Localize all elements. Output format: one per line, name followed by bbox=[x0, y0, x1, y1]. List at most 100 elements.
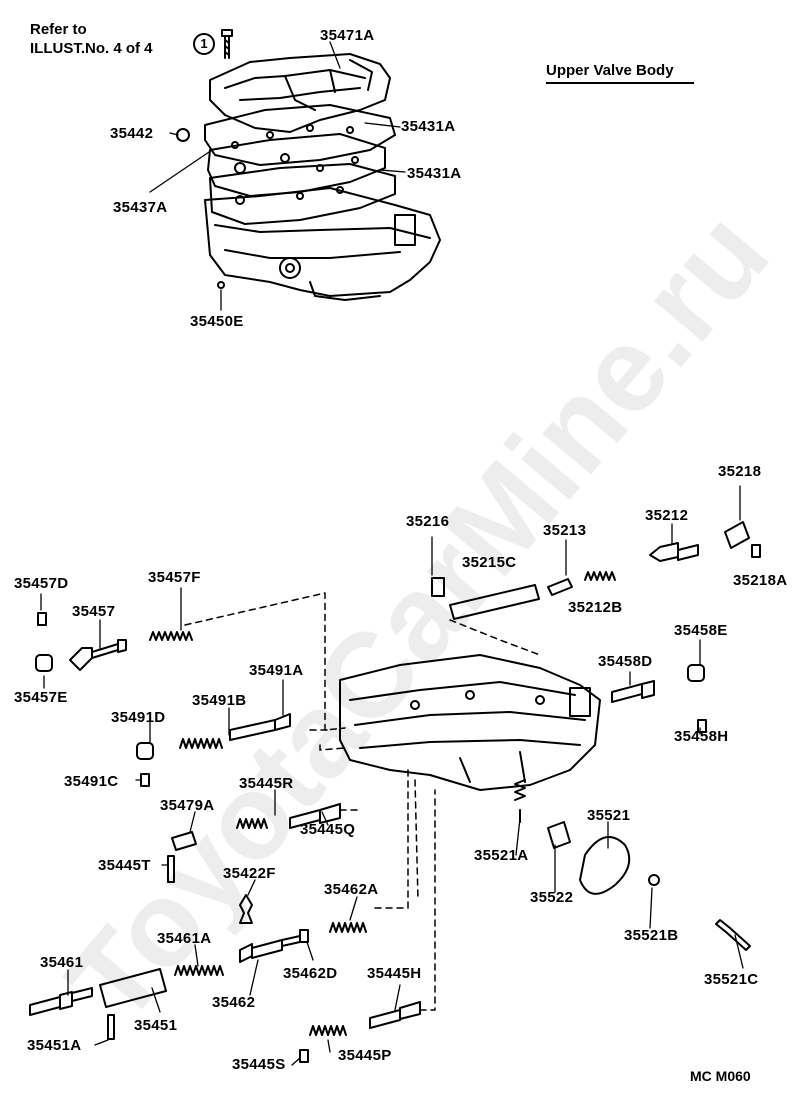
assembly-dashed-lines bbox=[184, 592, 541, 1011]
label-35457: 35457 bbox=[72, 603, 116, 620]
lower-valve-body bbox=[339, 654, 601, 791]
label-35471A: 35471A bbox=[320, 27, 375, 44]
reference-line-1: Refer to bbox=[30, 21, 87, 38]
valve-35457 bbox=[69, 639, 127, 671]
label-35521A: 35521A bbox=[474, 847, 529, 864]
springs bbox=[149, 571, 616, 1036]
part-35442-check-ball bbox=[176, 128, 190, 142]
label-35451: 35451 bbox=[134, 1017, 178, 1034]
label-35218A: 35218A bbox=[733, 572, 788, 589]
label-35445Q: 35445Q bbox=[300, 821, 356, 838]
reference-note: Refer to ILLUST.No. 4 of 4 bbox=[30, 20, 153, 58]
label-35431A-lower: 35431A bbox=[407, 165, 462, 182]
spring-35212B bbox=[584, 571, 616, 581]
valve-35458D bbox=[611, 680, 655, 703]
separator-plate bbox=[207, 133, 386, 197]
label-35445H: 35445H bbox=[367, 965, 422, 982]
valve-35445H bbox=[369, 1001, 421, 1029]
spring-35461A bbox=[174, 965, 224, 976]
label-35458E: 35458E bbox=[674, 622, 728, 639]
bolt-35521C bbox=[715, 919, 751, 951]
label-35462A: 35462A bbox=[324, 881, 379, 898]
spring-35445P bbox=[309, 1025, 347, 1036]
retainer-35422F bbox=[239, 894, 253, 924]
clip-35457D bbox=[37, 612, 47, 626]
part-35450E-ball bbox=[217, 281, 225, 289]
spring-35457F bbox=[149, 631, 193, 641]
label-35462D: 35462D bbox=[283, 965, 338, 982]
upper-valve-body bbox=[204, 187, 441, 301]
label-35458H: 35458H bbox=[674, 728, 729, 745]
label-35491B: 35491B bbox=[192, 692, 247, 709]
label-35522: 35522 bbox=[530, 889, 574, 906]
label-35521C: 35521C bbox=[704, 971, 759, 988]
plug-35479A bbox=[171, 831, 197, 851]
label-35521: 35521 bbox=[587, 807, 631, 824]
clip-35491C bbox=[140, 773, 150, 787]
spring-35462A bbox=[329, 922, 367, 933]
valve-35461 bbox=[29, 987, 93, 1016]
spring-35445R bbox=[236, 818, 268, 829]
label-35437A: 35437A bbox=[113, 199, 168, 216]
label-35462: 35462 bbox=[212, 994, 256, 1011]
clip-35445S bbox=[299, 1049, 309, 1063]
leader-lines bbox=[40, 41, 744, 1066]
plug-35491D bbox=[136, 742, 154, 760]
upper-gasket-1 bbox=[204, 104, 396, 166]
clip-35462D bbox=[299, 929, 309, 943]
label-35450E: 35450E bbox=[190, 313, 244, 330]
label-35457D: 35457D bbox=[14, 575, 69, 592]
circled-reference-number: 1 bbox=[193, 33, 215, 55]
label-35212B: 35212B bbox=[568, 599, 623, 616]
label-35215C: 35215C bbox=[462, 554, 517, 571]
label-35431A-upper: 35431A bbox=[401, 118, 456, 135]
accumulator-35521 bbox=[579, 836, 631, 895]
label-35451A: 35451A bbox=[27, 1037, 82, 1054]
label-35218: 35218 bbox=[718, 463, 762, 480]
label-35491D: 35491D bbox=[111, 709, 166, 726]
label-35457F: 35457F bbox=[148, 569, 201, 586]
label-35458D: 35458D bbox=[598, 653, 653, 670]
valve-35445Q bbox=[289, 803, 341, 829]
label-35491A: 35491A bbox=[249, 662, 304, 679]
label-35216: 35216 bbox=[406, 513, 450, 530]
retainer-35216 bbox=[431, 577, 445, 597]
plug-35457E bbox=[35, 654, 53, 672]
plug-35218 bbox=[724, 521, 750, 549]
clip-35458H bbox=[697, 719, 707, 733]
illustration-code: MC M060 bbox=[690, 1068, 751, 1084]
label-35479A: 35479A bbox=[160, 797, 215, 814]
upper-valve-body-cover bbox=[209, 53, 391, 133]
label-35521B: 35521B bbox=[624, 927, 679, 944]
label-35491C: 35491C bbox=[64, 773, 119, 790]
clip-35218A bbox=[751, 544, 761, 558]
valve-35462 bbox=[239, 935, 301, 963]
label-35445T: 35445T bbox=[98, 857, 151, 874]
pin-35451A bbox=[107, 1014, 115, 1040]
plug-35458E bbox=[687, 664, 705, 682]
label-35422F: 35422F bbox=[223, 865, 276, 882]
title-underline bbox=[546, 82, 694, 84]
washer-35521B bbox=[648, 874, 660, 886]
diagram-title: Upper Valve Body bbox=[546, 62, 674, 79]
sleeve-35215C bbox=[449, 584, 540, 620]
label-35445S: 35445S bbox=[232, 1056, 286, 1073]
label-35445R: 35445R bbox=[239, 775, 294, 792]
label-35212: 35212 bbox=[645, 507, 689, 524]
label-35442: 35442 bbox=[110, 125, 154, 142]
plug-35522 bbox=[547, 821, 571, 849]
label-35213: 35213 bbox=[543, 522, 587, 539]
pin-35445T bbox=[167, 855, 175, 883]
label-35461A: 35461A bbox=[157, 930, 212, 947]
valves-and-plugs bbox=[29, 521, 761, 1063]
pin-35213 bbox=[547, 578, 573, 596]
label-35461: 35461 bbox=[40, 954, 84, 971]
label-35457E: 35457E bbox=[14, 689, 68, 706]
sleeve-35451 bbox=[99, 968, 167, 1008]
valve-35491A bbox=[229, 713, 291, 741]
reference-line-2: ILLUST.No. 4 of 4 bbox=[30, 40, 153, 57]
label-35445P: 35445P bbox=[338, 1047, 392, 1064]
valve-35212 bbox=[649, 542, 699, 562]
